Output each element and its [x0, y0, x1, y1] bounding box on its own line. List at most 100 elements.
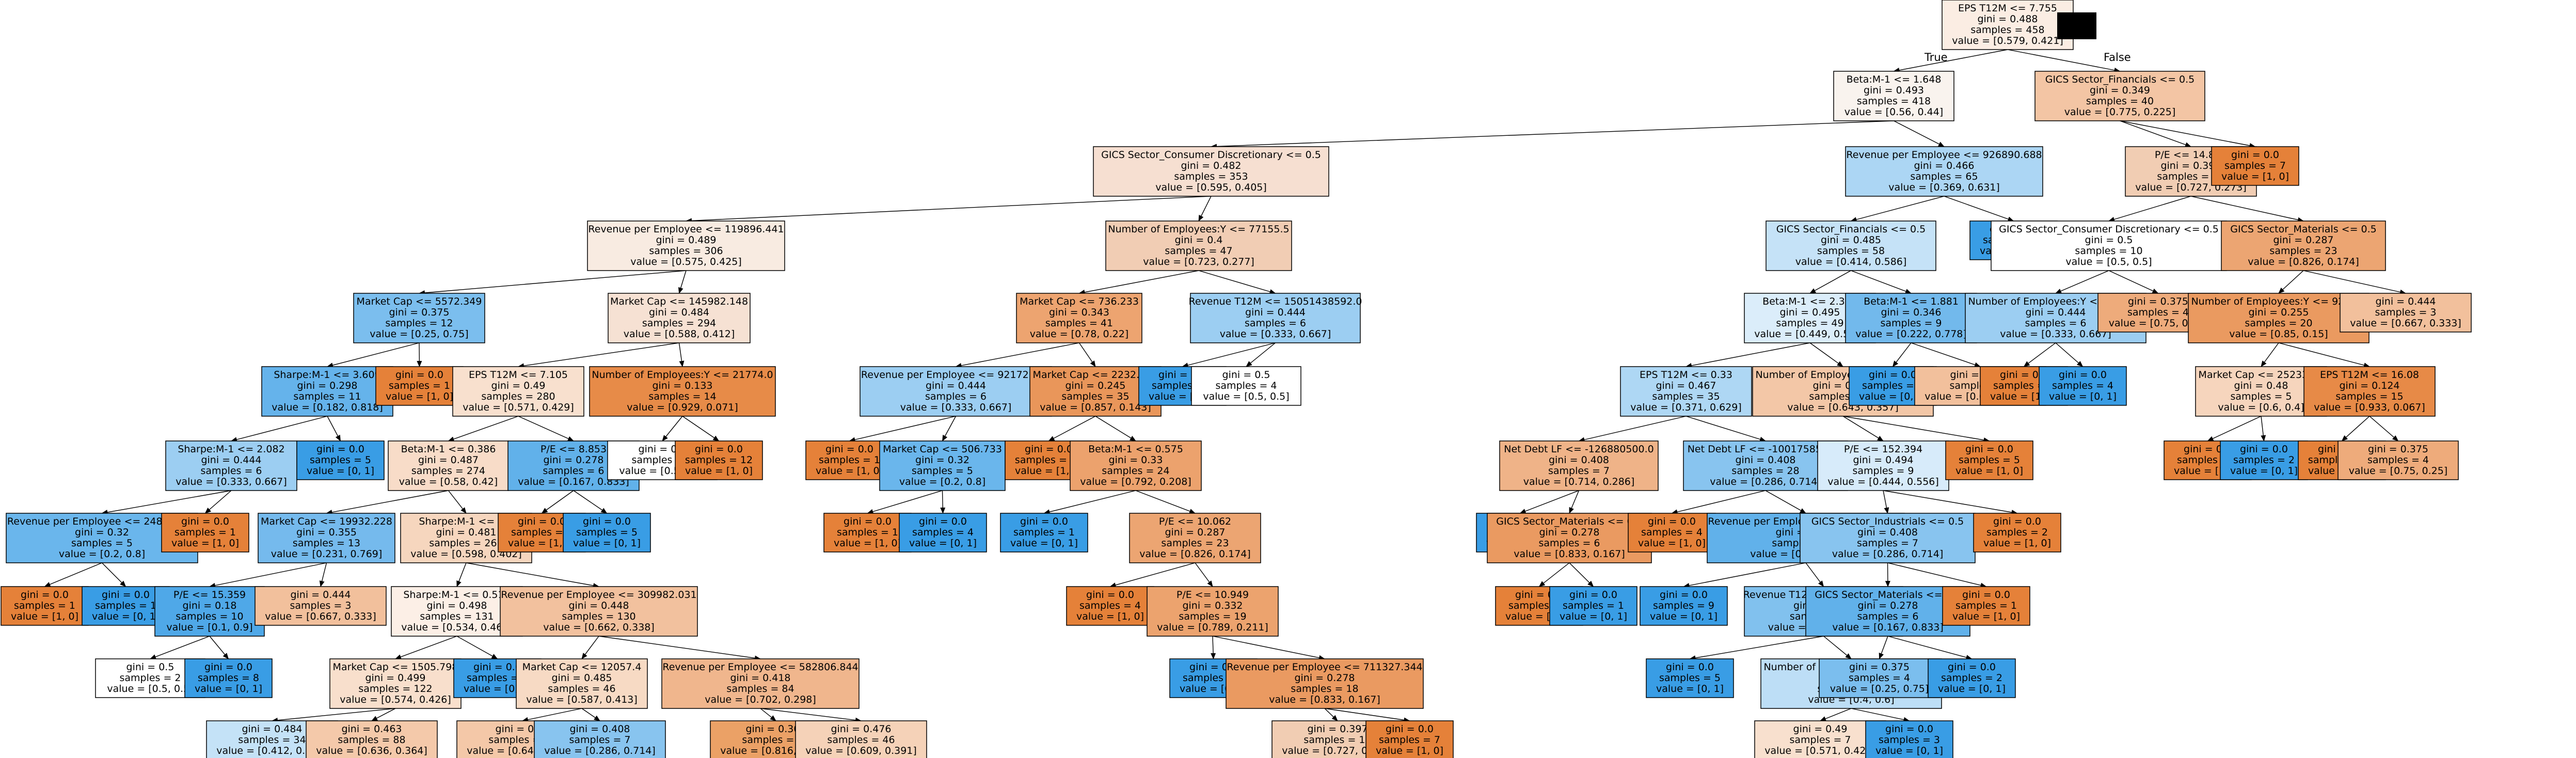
node-line: samples = 18 [1291, 683, 1358, 694]
node-line: samples = 15 [2335, 391, 2403, 402]
node-line: gini = 0.301 [745, 723, 806, 735]
node-line: value = [1, 0] [1952, 611, 2020, 622]
node-line: samples = 5 [1959, 454, 2020, 466]
node-box [2340, 293, 2472, 333]
node-line: samples = 3 [1879, 734, 1940, 746]
node-line: gini = 0.0 [919, 516, 967, 527]
node-line: samples = 1 [1013, 527, 1075, 538]
tree-edge [1109, 562, 1196, 588]
node-line: gini = 0.18 [183, 600, 237, 611]
node-line: gini = 0.0 [1189, 661, 1237, 673]
node-line: value = [0.333, 0.667] [900, 402, 1012, 413]
node-line: gini = 0.0 [2184, 444, 2232, 455]
node-line: value = [0.588, 0.412] [624, 328, 735, 340]
node-line: value = [0, 1] [1560, 611, 1627, 622]
node-box [1942, 586, 2030, 626]
node-box [1833, 71, 1954, 121]
node-line: Sharpe:M-1 <= 2.082 [178, 444, 284, 455]
node-line: gini = 0.408 [1549, 454, 1609, 466]
node-line: samples = 13 [293, 538, 360, 549]
tree-edge [2261, 416, 2266, 441]
node-line: value = [0, 1] [1650, 611, 1718, 622]
node-line: value = [0.775, 0.225] [2064, 106, 2176, 118]
tree-edge [327, 416, 341, 441]
node-line: gini = 0.408 [1857, 527, 1918, 538]
node-line: value = [0.231, 0.769] [271, 548, 383, 560]
node-line: gini = 0.493 [1864, 85, 1924, 96]
node-line: value = [0.662, 0.338] [543, 622, 655, 633]
tree-edge [1911, 342, 1981, 368]
node-line: value = [0.5, 0.5] [107, 683, 193, 694]
node-line: Net Debt LF <= -126880500.0 [1504, 444, 1653, 455]
node-box [1190, 293, 1361, 343]
node-line: gini = 0.133 [652, 380, 712, 391]
tree-edge [581, 708, 600, 721]
node-line: gini = 0.343 [1049, 307, 1109, 318]
tree-edge [319, 562, 327, 587]
node-line: value = [0.333, 0.667] [176, 476, 287, 487]
node-line: samples = 46 [827, 734, 895, 746]
tree-edge [1765, 490, 1806, 514]
node-box [258, 513, 395, 563]
node-line: samples = 33 [2157, 171, 2224, 182]
node-line: value = [0.826, 0.174] [1139, 548, 1251, 560]
node-line: value = [0.587, 0.413] [526, 694, 638, 705]
node-line: gini = 0.346 [1881, 307, 1941, 318]
node-line: Market Cap <= 5572.349 [357, 296, 482, 307]
node-line: Sharpe:M-1 <= 0.9 [419, 516, 513, 527]
node-line: samples = 4 [1849, 672, 1910, 684]
node-line: value = [0.333, 0.667] [2000, 328, 2111, 340]
node-line: value = [0.609, 0.391] [805, 745, 917, 756]
node-line: value = [0.182, 0.818] [272, 402, 383, 413]
node-box [2338, 440, 2459, 480]
node-line: gini = 0.485 [1821, 234, 1881, 246]
node-line: samples = 4 [1079, 600, 1141, 611]
node-box [261, 366, 393, 417]
tree-edge [2120, 120, 2256, 148]
node-line: value = [1, 0] [1983, 538, 2051, 549]
tree-edge [598, 636, 761, 661]
node-box [1016, 293, 1142, 343]
node-line: samples = 11 [1015, 454, 1083, 466]
node-line: samples = 4 [2052, 380, 2113, 391]
node-line: gini = 0.467 [1656, 380, 1716, 391]
node-box [587, 220, 785, 271]
node-line: value = [0.598, 0.402] [410, 548, 522, 560]
node-line: samples = 4 [1215, 380, 1277, 391]
node-line: value = [0.414, 0.586] [1795, 256, 1907, 267]
tree-edge [417, 342, 422, 367]
node-box [879, 440, 1006, 491]
node-box [353, 293, 485, 343]
tree-edge [1211, 120, 1894, 149]
tree-edge [1569, 562, 1594, 587]
node-box [1817, 440, 1949, 491]
node-box [500, 586, 698, 637]
node-line: value = [0.444, 0.556] [1827, 476, 1939, 487]
node-line: value = [0.667, 0.333] [265, 611, 376, 622]
node-line: samples = 1 [174, 527, 236, 538]
node-line: gini = 0.408 [1735, 454, 1795, 466]
node-line: value = [1, 0] [1015, 465, 1083, 477]
node-line: gini = 0.0 [1965, 444, 2013, 455]
node-line: gini = 0.0 [1869, 369, 1917, 381]
tree-edge [2120, 120, 2191, 147]
node-box [805, 440, 894, 480]
node-line: samples = 3 [290, 600, 351, 611]
tree-edge [448, 490, 467, 514]
node-line: samples = 38 [742, 734, 809, 746]
tree-edge [1078, 270, 1199, 295]
node-line: samples = 6 [925, 391, 987, 402]
